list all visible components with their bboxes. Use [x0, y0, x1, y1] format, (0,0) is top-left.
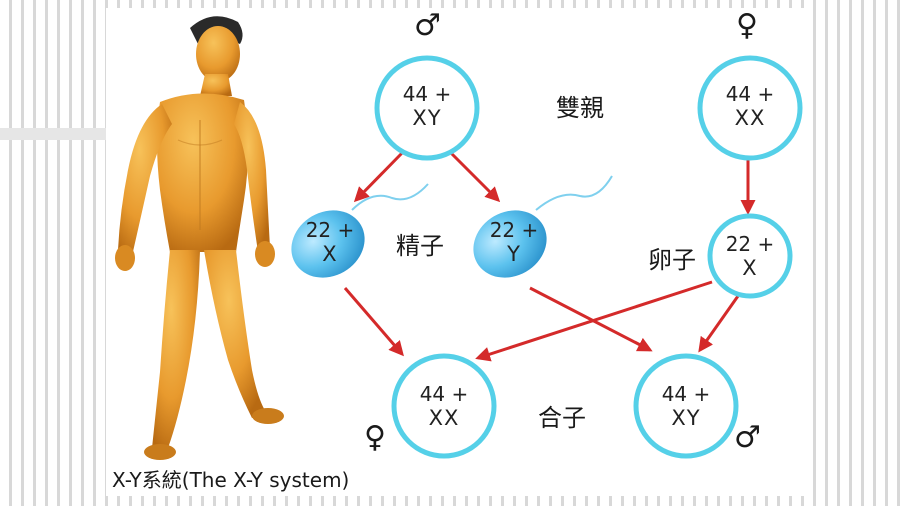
male-symbol-icon-zygote: ♂ — [734, 420, 761, 455]
sperm-label: 精子 — [396, 232, 444, 260]
parents-label: 雙親 — [556, 94, 604, 122]
sperm-x-top: 22 + — [305, 218, 355, 242]
daughter-cell-bottom: XX — [428, 406, 460, 430]
sperm-y-shape — [473, 210, 547, 278]
arrow-egg-to-son — [698, 295, 740, 353]
egg-cell-ring — [707, 213, 793, 299]
daughter-cell-text: 44 + XX — [394, 382, 494, 430]
mother-cell-top: 44 + — [725, 82, 775, 106]
daughter-cell-ring — [391, 353, 497, 459]
arrow-egg-to-daughter — [475, 280, 713, 362]
mother-cell-text: 44 + XX — [700, 82, 800, 130]
father-cell-text: 44 + XY — [377, 82, 477, 130]
arrow-father-to-sperm-y — [448, 150, 501, 203]
sperm-x-bottom: X — [322, 242, 338, 266]
daughter-cell-top: 44 + — [419, 382, 469, 406]
sperm-x-text: 22 + X — [280, 218, 380, 266]
human-figure-illustration — [115, 16, 284, 460]
sperm-y-bottom: Y — [507, 242, 521, 266]
son-cell-bottom: XY — [671, 406, 701, 430]
zygote-label: 合子 — [538, 404, 586, 432]
arrow-sperm-x-to-daughter — [343, 287, 404, 357]
egg-label: 卵子 — [648, 246, 696, 274]
cells — [374, 55, 803, 459]
son-cell-text: 44 + XY — [636, 382, 736, 430]
father-cell-top: 44 + — [402, 82, 452, 106]
mother-cell-bottom: XX — [734, 106, 766, 130]
arrows — [343, 150, 756, 362]
arrow-sperm-y-to-son — [529, 286, 653, 352]
son-cell-top: 44 + — [661, 382, 711, 406]
father-cell-bottom: XY — [412, 106, 442, 130]
egg-cell-bottom: X — [742, 256, 758, 280]
background-band — [0, 128, 110, 140]
diagram-caption: X-Y系統(The X-Y system) — [112, 468, 350, 492]
egg-cell-text: 22 + X — [700, 232, 800, 280]
male-symbol-icon: ♂ — [414, 8, 441, 43]
female-symbol-icon-zygote: ♀ — [364, 420, 386, 455]
egg-cell-top: 22 + — [725, 232, 775, 256]
sperm-heads — [291, 210, 547, 278]
sperm-y-text: 22 + Y — [464, 218, 564, 266]
mother-cell-ring — [697, 55, 803, 161]
female-symbol-icon: ♀ — [736, 8, 758, 43]
arrow-father-to-sperm-x — [353, 150, 405, 203]
father-cell-ring — [374, 55, 480, 161]
sperm-x-shape — [291, 210, 365, 278]
son-cell-ring — [633, 353, 739, 459]
sperm-y-top: 22 + — [489, 218, 539, 242]
sperm-tails — [351, 175, 613, 211]
